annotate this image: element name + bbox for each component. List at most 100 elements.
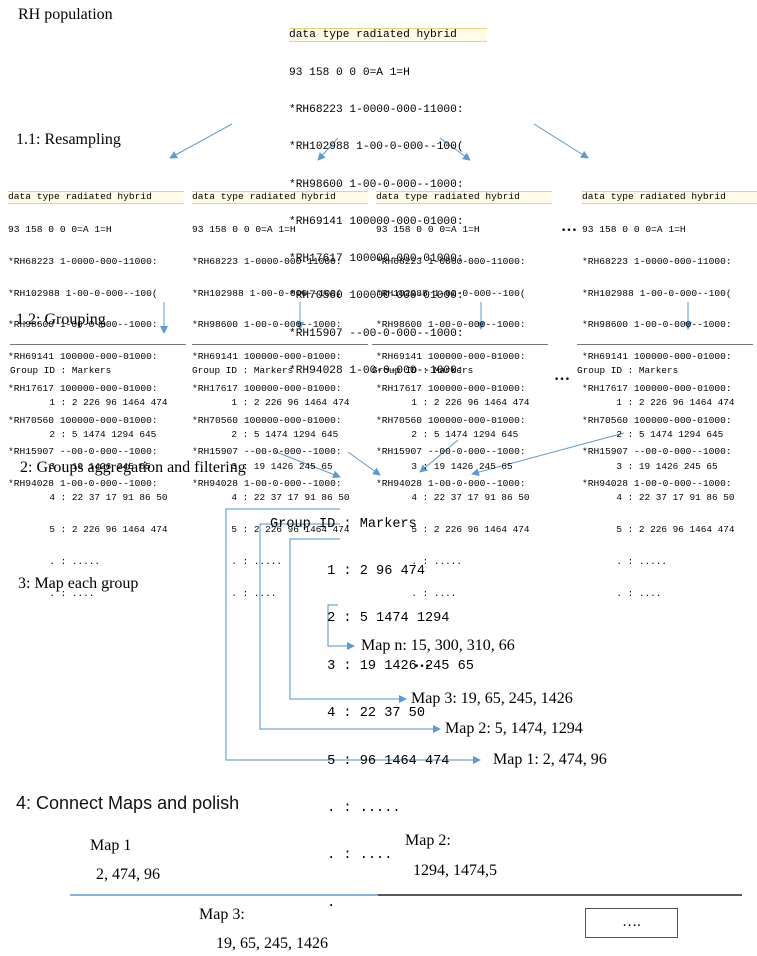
data-file-line: *RH70560 100000-000-01000:: [376, 414, 526, 426]
group-table-line: 4 : 22 37 17 91 86 50: [192, 492, 350, 504]
data-file-line: *RH102988 1-00-0-000--100(: [582, 287, 732, 299]
data-file-line: *RH70560 100000-000-01000:: [8, 414, 158, 426]
group-table-line: . : .....: [10, 555, 101, 567]
aggregated-table-line: 5 : 96 1464 474: [270, 753, 450, 769]
data-file-line: *RH68223 1-0000-000-11000:: [8, 255, 158, 267]
data-file-line: *RH15907 --00-0-000--1000:: [289, 327, 464, 340]
data-file-line: *RH70560 100000-000-01000:: [582, 414, 732, 426]
aggregate-arrow-1: [275, 451, 341, 479]
data-file-line: *RH98600 1-00-0-000--1000:: [192, 319, 342, 331]
group-table-line: 1 : 2 226 96 1464 474: [10, 396, 168, 408]
data-file-header: data type radiated hybrid: [289, 27, 487, 43]
data-file-line: *RH68223 1-0000-000-11000:: [289, 104, 464, 117]
aggregated-table-line: 3 : 19 1426 245 65: [270, 658, 474, 674]
data-file-line: *RH98600 1-00-0-000--1000:: [8, 319, 158, 331]
group-table-4: Group ID : Markers 1 : 2 226 96 1464 474…: [577, 344, 753, 620]
group-table-line: 2 : 5 1474 1294 645: [372, 428, 519, 440]
group-table-line: . : ....: [372, 587, 457, 599]
aggregated-table-line: Group ID : Markers: [270, 516, 417, 532]
group-table-2: Group ID : Markers 1 : 2 226 96 1464 474…: [192, 344, 368, 620]
group-table-line: 1 : 2 226 96 1464 474: [192, 396, 350, 408]
data-file-line: *RH15907 --00-0-000--1000:: [8, 446, 158, 458]
data-file-line: *RH17617 100000-000-01000:: [192, 382, 342, 394]
group-table-line: Group ID : Markers: [10, 365, 112, 377]
group-table-3: Group ID : Markers 1 : 2 226 96 1464 474…: [372, 344, 548, 620]
step-map-each-label: 3: Map each group: [18, 575, 139, 592]
connect-map-2-values: 1294, 1474,5: [413, 862, 497, 879]
data-file-line: *RH69141 100000-000-01000:: [376, 351, 526, 363]
aggregate-arrow-4: [471, 432, 625, 477]
connect-map-1-title: Map 1: [90, 837, 132, 854]
group-table-line: 3 : 19 1426 245 65: [10, 460, 151, 472]
group-table-line: . : ....: [10, 587, 95, 599]
map-ellipsis: …: [414, 654, 430, 671]
data-file-line: *RH102988 1-00-0-000--100(: [192, 287, 342, 299]
data-file-line: *RH68223 1-0000-000-11000:: [192, 255, 342, 267]
data-file-line: *RH15907 --00-0-000--1000:: [192, 446, 342, 458]
data-file-line: 93 158 0 0 0=A 1=H: [582, 223, 686, 235]
resampled-file-2: data type radiated hybrid 93 158 0 0 0=A…: [192, 170, 368, 511]
aggregate-arrow-3: [419, 439, 459, 473]
connect-map-2-title: Map 2:: [405, 832, 451, 849]
group-table-line: 2 : 5 1474 1294 645: [577, 428, 724, 440]
data-file-line: *RH94028 1-00-0-000--1000:: [582, 478, 732, 490]
aggregate-arrow-2: [347, 451, 381, 476]
aggregated-group-table: Group ID : Markers 1 : 2 96 474 2 : 5 14…: [270, 485, 474, 943]
data-file-line: *RH102988 1-00-0-000--100(: [8, 287, 158, 299]
aggregated-table-line: . : ....: [270, 848, 393, 864]
data-file-line: *RH69141 100000-000-01000:: [582, 351, 732, 363]
resampled-file-1: data type radiated hybrid 93 158 0 0 0=A…: [8, 170, 184, 511]
data-file-line: *RH15907 --00-0-000--1000:: [376, 446, 526, 458]
group-table-line: . : .....: [577, 555, 668, 567]
data-file-line: *RH17617 100000-000-01000:: [289, 253, 464, 266]
data-file-line: *RH68223 1-0000-000-11000:: [376, 255, 526, 267]
group-table-line: Group ID : Markers: [192, 365, 294, 377]
data-file-line: *RH70560 100000-000-01000:: [192, 414, 342, 426]
data-file-header: data type radiated hybrid: [192, 191, 368, 204]
map-1-label: Map 1: 2, 474, 96: [493, 751, 607, 768]
map-1-connector: [225, 508, 481, 764]
data-file-line: *RH15907 --00-0-000--1000:: [582, 446, 732, 458]
group-table-line: 4 : 22 37 17 91 86 50: [577, 492, 735, 504]
data-file-header: data type radiated hybrid: [8, 191, 184, 204]
data-file-line: *RH17617 100000-000-01000:: [8, 382, 158, 394]
resample-arrow-4: [533, 123, 589, 159]
map-2-label: Map 2: 5, 1474, 1294: [445, 720, 583, 737]
group-table-line: . : .....: [372, 555, 463, 567]
resample-arrow-2: [317, 137, 339, 161]
aggregated-table-line: 2 : 5 1474 1294: [270, 611, 450, 627]
data-file-line: *RH69141 100000-000-01000:: [8, 351, 158, 363]
resample-ellipsis: …: [561, 218, 577, 235]
resample-arrow-1: [169, 123, 233, 159]
group-table-1: Group ID : Markers 1 : 2 226 96 1464 474…: [10, 344, 186, 620]
data-file-line: *RH94028 1-00-0-000--1000:: [289, 364, 464, 377]
group-table-line: . : .....: [192, 555, 283, 567]
map-3-label: Map 3: 19, 65, 245, 1426: [411, 690, 573, 707]
data-file-line: *RH68223 1-0000-000-11000:: [582, 255, 732, 267]
rh-data-file-top: data type radiated hybrid 93 158 0 0 0=A…: [289, 3, 487, 402]
data-file-line: 93 158 0 0 0=A 1=H: [8, 223, 112, 235]
group-ellipsis: …: [554, 367, 570, 384]
group-table-line: 3 : 19 1426 245 65: [577, 460, 718, 472]
group-table-line: Group ID : Markers: [372, 365, 474, 377]
data-file-line: *RH69141 100000-000-01000:: [289, 215, 464, 228]
rh-population-title: RH population: [18, 6, 113, 23]
group-table-line: . : ....: [577, 587, 662, 599]
map-n-connector: [327, 604, 355, 650]
group-table-line: 2 : 5 1474 1294 645: [192, 428, 339, 440]
data-file-line: *RH98600 1-00-0-000--1000:: [376, 319, 526, 331]
data-file-line: 93 158 0 0 0=A 1=H: [289, 67, 410, 80]
group-table-line: 4 : 22 37 17 91 86 50: [372, 492, 530, 504]
data-file-line: *RH98600 1-00-0-000--1000:: [289, 178, 464, 191]
group-table-line: 2 : 5 1474 1294 645: [10, 428, 157, 440]
data-file-header: data type radiated hybrid: [376, 191, 552, 204]
data-file-line: *RH94028 1-00-0-000--1000:: [376, 478, 526, 490]
data-file-line: 93 158 0 0 0=A 1=H: [192, 223, 296, 235]
group-table-line: . : ....: [192, 587, 277, 599]
step-connect-label: 4: Connect Maps and polish: [16, 793, 240, 813]
group-table-line: Group ID : Markers: [577, 365, 679, 377]
step-resampling-label: 1.1: Resampling: [16, 131, 121, 148]
group-table-line: 3 : 19 1426 245 65: [192, 460, 333, 472]
group-table-line: 5 : 2 226 96 1464 474: [10, 524, 168, 536]
